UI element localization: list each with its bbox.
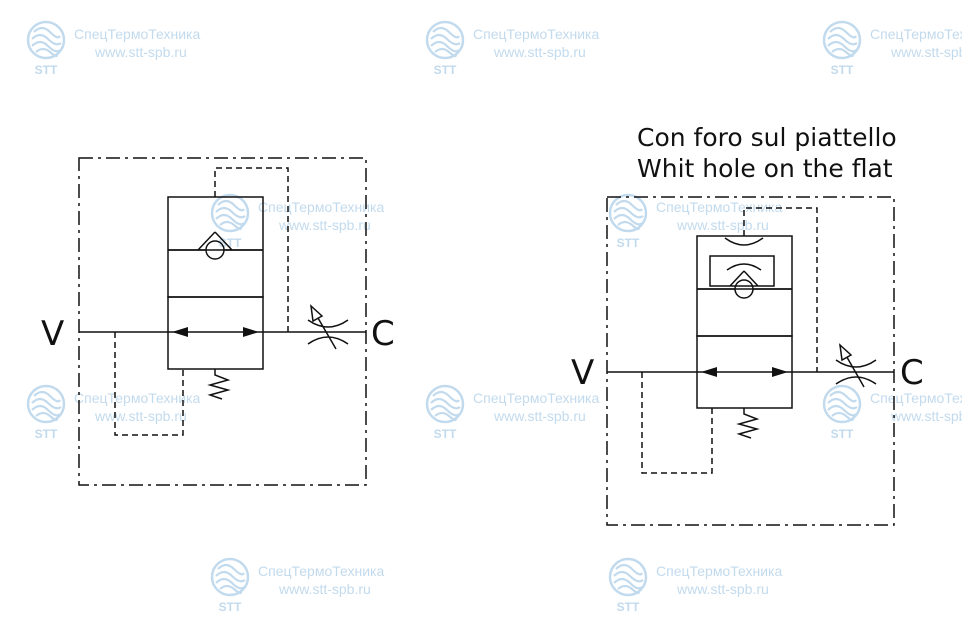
watermark-website: www.stt-spb.ru — [278, 217, 371, 233]
right-pilot-line-top — [743, 207, 818, 372]
watermark-logo-text: STT — [35, 63, 58, 77]
watermark-stamp: STT СпецТермоТехника www.stt-spb.ru — [26, 384, 200, 441]
right-valve-diagram — [606, 196, 895, 526]
right-check-valve-icon — [697, 263, 792, 299]
watermark-logo-text: STT — [617, 236, 640, 250]
left-port-c-label: C — [371, 314, 395, 354]
watermark-logo-text: STT — [219, 236, 242, 250]
left-valve-diagram — [78, 157, 367, 486]
left-throttle-icon — [307, 304, 349, 350]
watermark-website: www.stt-spb.ru — [94, 44, 187, 60]
watermark-logo-text: STT — [35, 427, 58, 441]
right-port-c-label: C — [900, 353, 924, 393]
stt-logo-icon — [608, 557, 648, 597]
watermark-website: www.stt-spb.ru — [676, 217, 769, 233]
watermark-stamp: STT СпецТермоТехника www.stt-spb.ru — [425, 20, 599, 77]
right-inner-rect — [709, 255, 775, 287]
watermark-company: СпецТермоТехника — [656, 563, 782, 579]
stt-logo-icon — [608, 193, 648, 233]
watermark-logo-text: STT — [831, 427, 854, 441]
right-housing-boundary — [606, 196, 895, 526]
watermark-logo-text: STT — [434, 427, 457, 441]
watermark-stamp: STT СпецТермоТехника www.stt-spb.ru — [608, 193, 782, 250]
watermark-company: СпецТермоТехника — [473, 390, 599, 406]
watermark-website: www.stt-spb.ru — [890, 44, 962, 60]
watermark-logo-text: STT — [831, 63, 854, 77]
watermark-logo-text: STT — [434, 63, 457, 77]
left-pilot-line-bottom — [114, 332, 184, 436]
right-orifice-arc-icon — [724, 237, 764, 246]
watermark-company: СпецТермоТехника — [258, 563, 384, 579]
watermark-stamp: STT СпецТермоТехника www.stt-spb.ru — [210, 193, 384, 250]
watermark-company: СпецТермоТехника — [74, 26, 200, 42]
watermark-stamp: STT СпецТермоТехника www.stt-spb.ru — [822, 384, 962, 441]
watermark-stamp: STT СпецТермоТехника www.stt-spb.ru — [425, 384, 599, 441]
right-caption-italian: Con foro sul piattello — [637, 123, 897, 152]
stt-logo-icon — [210, 557, 250, 597]
watermark-website: www.stt-spb.ru — [493, 408, 586, 424]
right-caption-english: Whit hole on the flat — [637, 154, 893, 183]
watermark-company: СпецТермоТехника — [870, 26, 962, 42]
watermark-logo-text: STT — [617, 600, 640, 614]
watermark-stamp: STT СпецТермоТехника www.stt-spb.ru — [608, 557, 782, 614]
right-throttle-icon — [835, 343, 877, 388]
watermark-company: СпецТермоТехника — [870, 390, 962, 406]
watermark-website: www.stt-spb.ru — [493, 44, 586, 60]
stt-logo-icon — [26, 384, 66, 424]
left-housing-boundary — [78, 157, 367, 486]
left-check-valve-icon — [168, 231, 263, 260]
left-double-arrow-icon — [172, 327, 259, 337]
stt-logo-icon — [425, 20, 465, 60]
watermark-company: СпецТермоТехника — [258, 199, 384, 215]
stt-logo-icon — [822, 20, 862, 60]
watermark-website: www.stt-spb.ru — [278, 581, 371, 597]
stt-logo-icon — [210, 193, 250, 233]
watermark-website: www.stt-spb.ru — [890, 408, 962, 424]
right-spring-icon — [736, 408, 760, 439]
stt-logo-icon — [822, 384, 862, 424]
watermark-website: www.stt-spb.ru — [94, 408, 187, 424]
watermark-stamp: STT СпецТермоТехника www.stt-spb.ru — [210, 557, 384, 614]
right-double-arrow-icon — [701, 367, 788, 377]
watermark-company: СпецТермоТехника — [473, 26, 599, 42]
right-port-v-label: V — [571, 353, 594, 393]
watermark-company: СпецТермоТехника — [656, 199, 782, 215]
watermark-logo-text: STT — [219, 600, 242, 614]
left-port-v-label: V — [41, 314, 64, 354]
stt-logo-icon — [425, 384, 465, 424]
watermark-website: www.stt-spb.ru — [676, 581, 769, 597]
watermark-stamp: STT СпецТермоТехника www.stt-spb.ru — [26, 20, 200, 77]
stt-logo-icon — [26, 20, 66, 60]
watermark-stamp: STT СпецТермоТехника www.stt-spb.ru — [822, 20, 962, 77]
left-spring-icon — [207, 369, 231, 400]
left-pilot-line-top — [214, 167, 289, 332]
right-pilot-line-bottom — [641, 372, 713, 474]
watermark-company: СпецТермоТехника — [74, 390, 200, 406]
watermark-layer: STTСпецТермоТехникаwww.stt-spb.ruSTTСпец… — [26, 20, 962, 614]
